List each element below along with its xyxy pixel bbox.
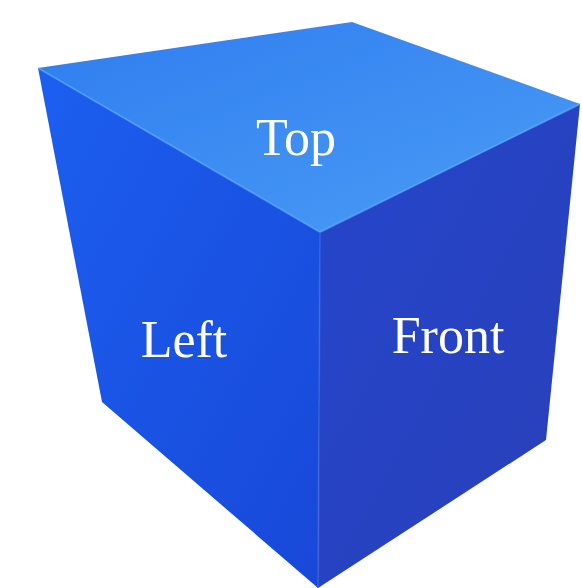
face-label: Top <box>256 112 336 164</box>
front-face <box>318 104 580 588</box>
cube-edge <box>318 232 320 588</box>
cube-edge <box>38 68 580 232</box>
face-label: Left <box>141 314 228 366</box>
face-label: Front <box>392 310 505 362</box>
